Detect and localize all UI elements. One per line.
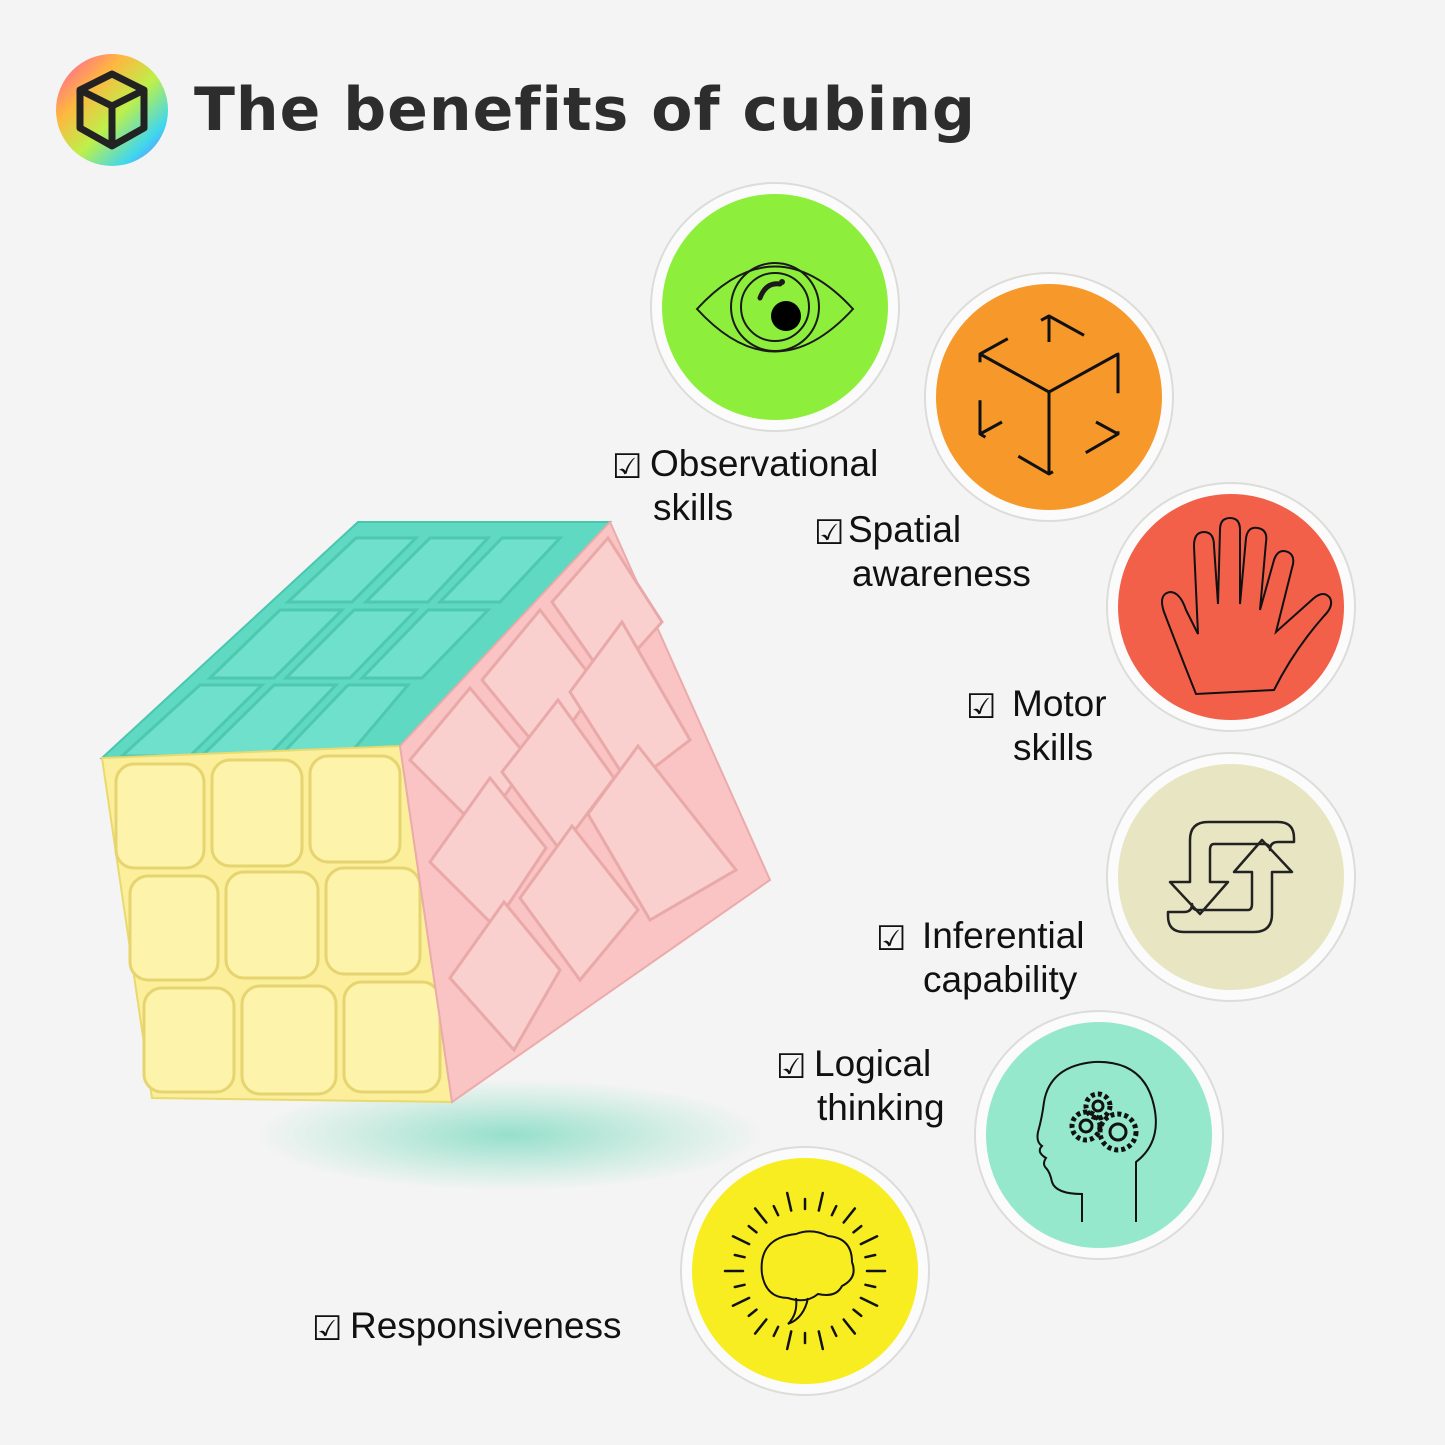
checkbox-checked-icon: ☑ [312,1309,343,1349]
head-gears-icon [1036,1060,1157,1222]
sun-ray [785,1191,793,1212]
sun-ray [852,1224,863,1234]
sun-ray [859,1235,879,1246]
page-header: The benefits of cubing [54,50,976,170]
sun-ray [785,1330,793,1351]
benefit-label-logical: ☑Logical thinking [776,1043,945,1128]
sun-ray [864,1253,877,1259]
rubiks-cube-image [99,520,772,1104]
sun-ray [859,1296,879,1307]
sun-ray [731,1235,751,1246]
sun-ray [830,1325,838,1338]
sun-ray [817,1330,825,1351]
cube-logo-icon [56,54,168,166]
sun-ray [772,1325,780,1338]
benefit-circle-spatial [924,272,1174,522]
checkbox-checked-icon: ☑ [814,513,845,553]
sun-ray [842,1207,857,1224]
sun-ray [842,1318,857,1335]
sun-ray [753,1207,768,1224]
checkbox-checked-icon: ☑ [966,687,997,727]
sun-ray [747,1308,758,1318]
benefit-circle-motor [1106,482,1356,732]
sun-ray [747,1224,758,1234]
cycle-arrows-icon [1166,820,1296,934]
sun-ray [830,1204,838,1217]
benefit-label-motor: ☑Motor skills [966,683,1107,768]
hand-icon [1161,516,1333,696]
cube-outline-icon [978,314,1120,476]
sun-ray [852,1308,863,1318]
brain-sun-icon [723,1191,887,1351]
benefit-circle-logical [974,1010,1224,1260]
sun-ray [772,1204,780,1217]
checkbox-checked-icon: ☑ [612,447,643,487]
benefit-label-responsiveness: ☑Responsiveness [312,1305,622,1349]
sun-ray [731,1296,751,1307]
benefit-circle-observational [650,182,900,432]
checkbox-checked-icon: ☑ [876,919,907,959]
eye-icon [695,262,855,353]
sun-ray [733,1253,746,1259]
benefit-label-spatial: ☑Spatial awareness [814,509,1031,594]
checkbox-checked-icon: ☑ [776,1047,807,1087]
benefit-label-observational: ☑Observational skills [612,443,879,528]
benefit-label-inferential: ☑Inferential capability [876,915,1085,1000]
page-title: The benefits of cubing [194,75,976,145]
benefit-circle-responsiveness [680,1146,930,1396]
sun-ray [733,1283,746,1289]
sun-ray [753,1318,768,1335]
benefit-circle-inferential [1106,752,1356,1002]
sun-ray [817,1191,825,1212]
sun-ray [864,1283,877,1289]
